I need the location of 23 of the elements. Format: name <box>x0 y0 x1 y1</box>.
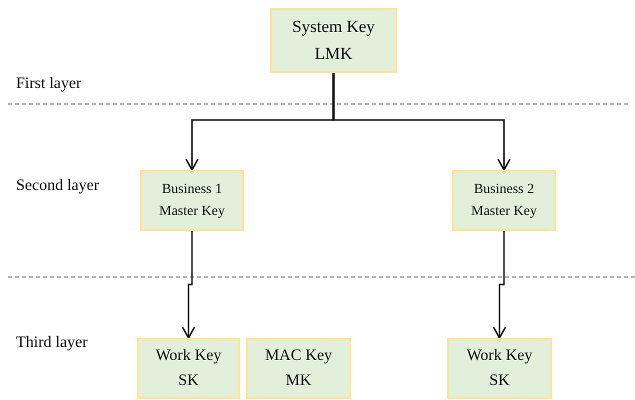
layer-label: First layer <box>16 74 82 94</box>
key-text: Business 2 <box>474 180 534 199</box>
key-text: Master Key <box>159 202 225 220</box>
key-box <box>447 338 552 399</box>
key-text: LMK <box>314 42 352 64</box>
key-text: MK <box>286 370 312 390</box>
key-box <box>140 170 244 231</box>
key-text: MAC Key <box>264 346 332 366</box>
arrow <box>182 231 196 339</box>
key-text: SK <box>178 370 199 390</box>
layer-label: Third layer <box>16 333 88 353</box>
arrow <box>492 231 506 339</box>
key-box <box>270 8 397 73</box>
key-box <box>452 170 556 231</box>
key-text: Master Key <box>471 202 537 220</box>
key-text: Work Key <box>466 346 532 366</box>
key-text: System Key <box>292 16 375 38</box>
key-box <box>246 338 351 399</box>
layer-label: Second layer <box>16 176 100 196</box>
key-text: SK <box>489 370 510 390</box>
key-text: Business 1 <box>162 180 222 199</box>
key-box <box>137 338 240 399</box>
key-text: Work Key <box>156 346 222 366</box>
